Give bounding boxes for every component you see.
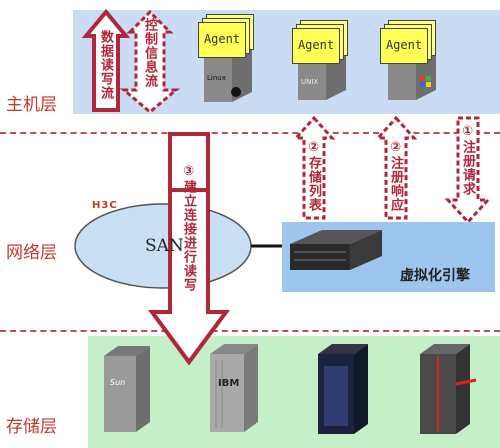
- storage-device-4-icon: [420, 344, 477, 434]
- data-rw-arrow: [81, 8, 131, 112]
- unix-os-label: UNIX: [301, 78, 319, 86]
- agent-label: Agent: [297, 38, 335, 52]
- engine-server-icon: [290, 230, 382, 270]
- control-info-arrow: [119, 9, 181, 114]
- register-response-arrow: [374, 115, 418, 220]
- data-rw-flow-label: 数据读写流: [98, 30, 113, 100]
- register-request-arrow: [444, 116, 492, 225]
- control-info-flow-label: 控制信息流: [142, 18, 157, 88]
- h3c-logo: H3C: [92, 200, 118, 211]
- san-label: SAN: [145, 236, 184, 256]
- register-response-label: ②注册响应: [388, 140, 403, 212]
- sun-vendor-label: Sun: [110, 378, 126, 387]
- agent-label: Agent: [385, 38, 423, 52]
- connection-arrow-overlay: [148, 188, 230, 366]
- agent-box: Agent: [292, 28, 340, 64]
- linux-os-label: Linux: [207, 74, 226, 82]
- storage-device-3-icon: [318, 344, 368, 434]
- register-request-label: ①注册请求: [460, 124, 475, 196]
- storage-layer-label: 存储层: [6, 417, 57, 437]
- storage-list-arrow: [292, 115, 336, 220]
- divider-host-network: [0, 132, 500, 134]
- storage-device-2-icon: [210, 344, 258, 432]
- ibm-vendor-label: IBM: [218, 378, 240, 389]
- network-layer-label: 网络层: [6, 243, 57, 263]
- virtualization-engine-label: 虚拟化引擎: [400, 268, 470, 284]
- agent-label: Agent: [203, 32, 241, 46]
- storage-device-1-icon: [104, 346, 150, 432]
- host-layer-label: 主机层: [6, 95, 57, 115]
- agent-box: Agent: [198, 22, 246, 58]
- agent-box: Agent: [380, 28, 428, 64]
- divider-network-storage: [0, 330, 500, 332]
- linux-server-icon: [204, 48, 252, 102]
- connection-flow-label: ③建立连接进行读写: [181, 164, 196, 292]
- storage-list-label: ②存储列表: [306, 140, 321, 212]
